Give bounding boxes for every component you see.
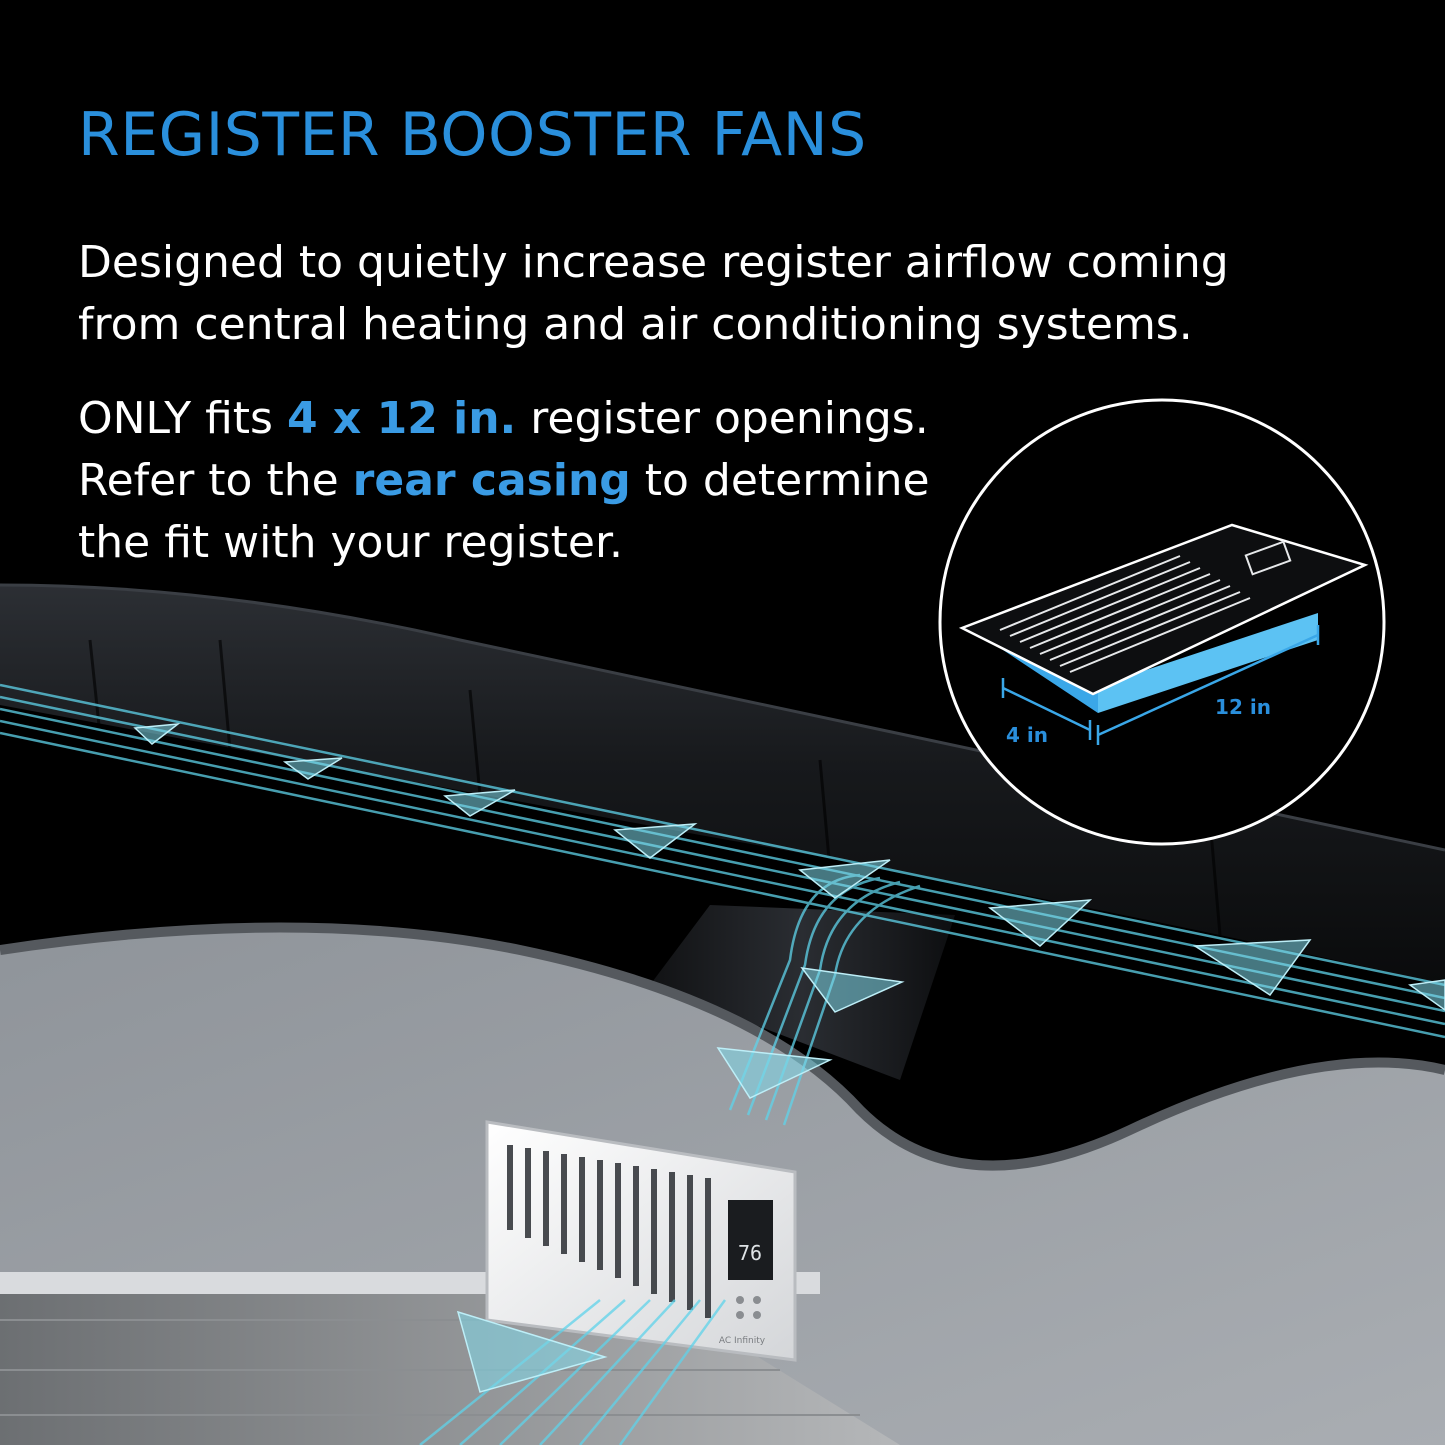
display-temperature: 76	[738, 1241, 762, 1265]
airflow-streams	[0, 683, 1445, 1445]
fit-line-2-pre: Refer to the	[78, 455, 353, 506]
fit-line-3: the fit with your register.	[78, 517, 624, 568]
airflow-arrow-icon	[133, 723, 1445, 1393]
description-line-2: from central heating and air conditionin…	[78, 299, 1193, 350]
headline: REGISTER BOOSTER FANS	[78, 100, 867, 170]
thermostat-display	[728, 1200, 773, 1280]
fit-line-1-pre: ONLY fits	[78, 393, 287, 444]
inset-length-label: 12 in	[1215, 695, 1271, 719]
inset-width-label: 4 in	[1006, 723, 1048, 747]
fit-line-1-post: register openings.	[516, 393, 929, 444]
duct-system	[0, 583, 1445, 1080]
fit-line-2-post: to determine	[630, 455, 930, 506]
fit-line-2: Refer to the rear casing to determine	[78, 450, 930, 512]
brand-mark: AC Infinity	[719, 1336, 766, 1346]
description-line-1: Designed to quietly increase register ai…	[78, 237, 1229, 288]
fit-note: ONLY fits 4 x 12 in. register openings. …	[78, 388, 930, 574]
rear-casing-highlight: rear casing	[352, 455, 631, 506]
description: Designed to quietly increase register ai…	[78, 232, 1229, 356]
register-grille-icon: 76 AC Infinity	[485, 1120, 797, 1362]
fit-line-1: ONLY fits 4 x 12 in. register openings.	[78, 388, 930, 450]
size-highlight: 4 x 12 in.	[286, 393, 517, 444]
size-inset: 4 in 12 in	[938, 398, 1386, 846]
